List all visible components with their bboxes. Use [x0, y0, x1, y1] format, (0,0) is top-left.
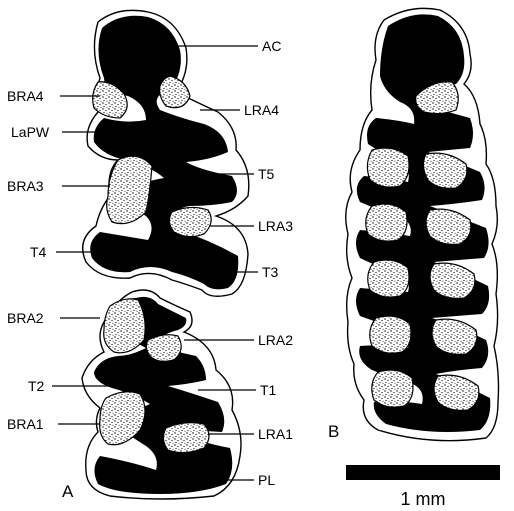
tooth-a-lower [82, 290, 241, 499]
label-lra2: LRA2 [258, 332, 293, 348]
label-bra4: BRA4 [7, 88, 44, 104]
label-t3: T3 [262, 264, 279, 280]
label-bra2: BRA2 [7, 310, 44, 326]
label-t1: T1 [260, 382, 277, 398]
label-bra1: BRA1 [7, 416, 44, 432]
label-bra3: BRA3 [7, 178, 44, 194]
panel-label-a: A [62, 482, 74, 501]
label-lra1: LRA1 [258, 426, 293, 442]
label-pl: PL [258, 472, 275, 488]
label-t4: T4 [30, 244, 47, 260]
scale-bar-label: 1 mm [401, 489, 446, 509]
panel-label-b: B [328, 422, 339, 441]
label-t2: T2 [28, 378, 45, 394]
label-t5: T5 [258, 166, 275, 182]
label-ac: AC [262, 38, 281, 54]
label-lra3: LRA3 [258, 218, 293, 234]
label-lapw: LaPW [11, 124, 50, 140]
label-lra4: LRA4 [244, 102, 279, 118]
scale-bar [346, 465, 500, 480]
tooth-a-upper [83, 10, 249, 296]
tooth-b [346, 8, 499, 440]
